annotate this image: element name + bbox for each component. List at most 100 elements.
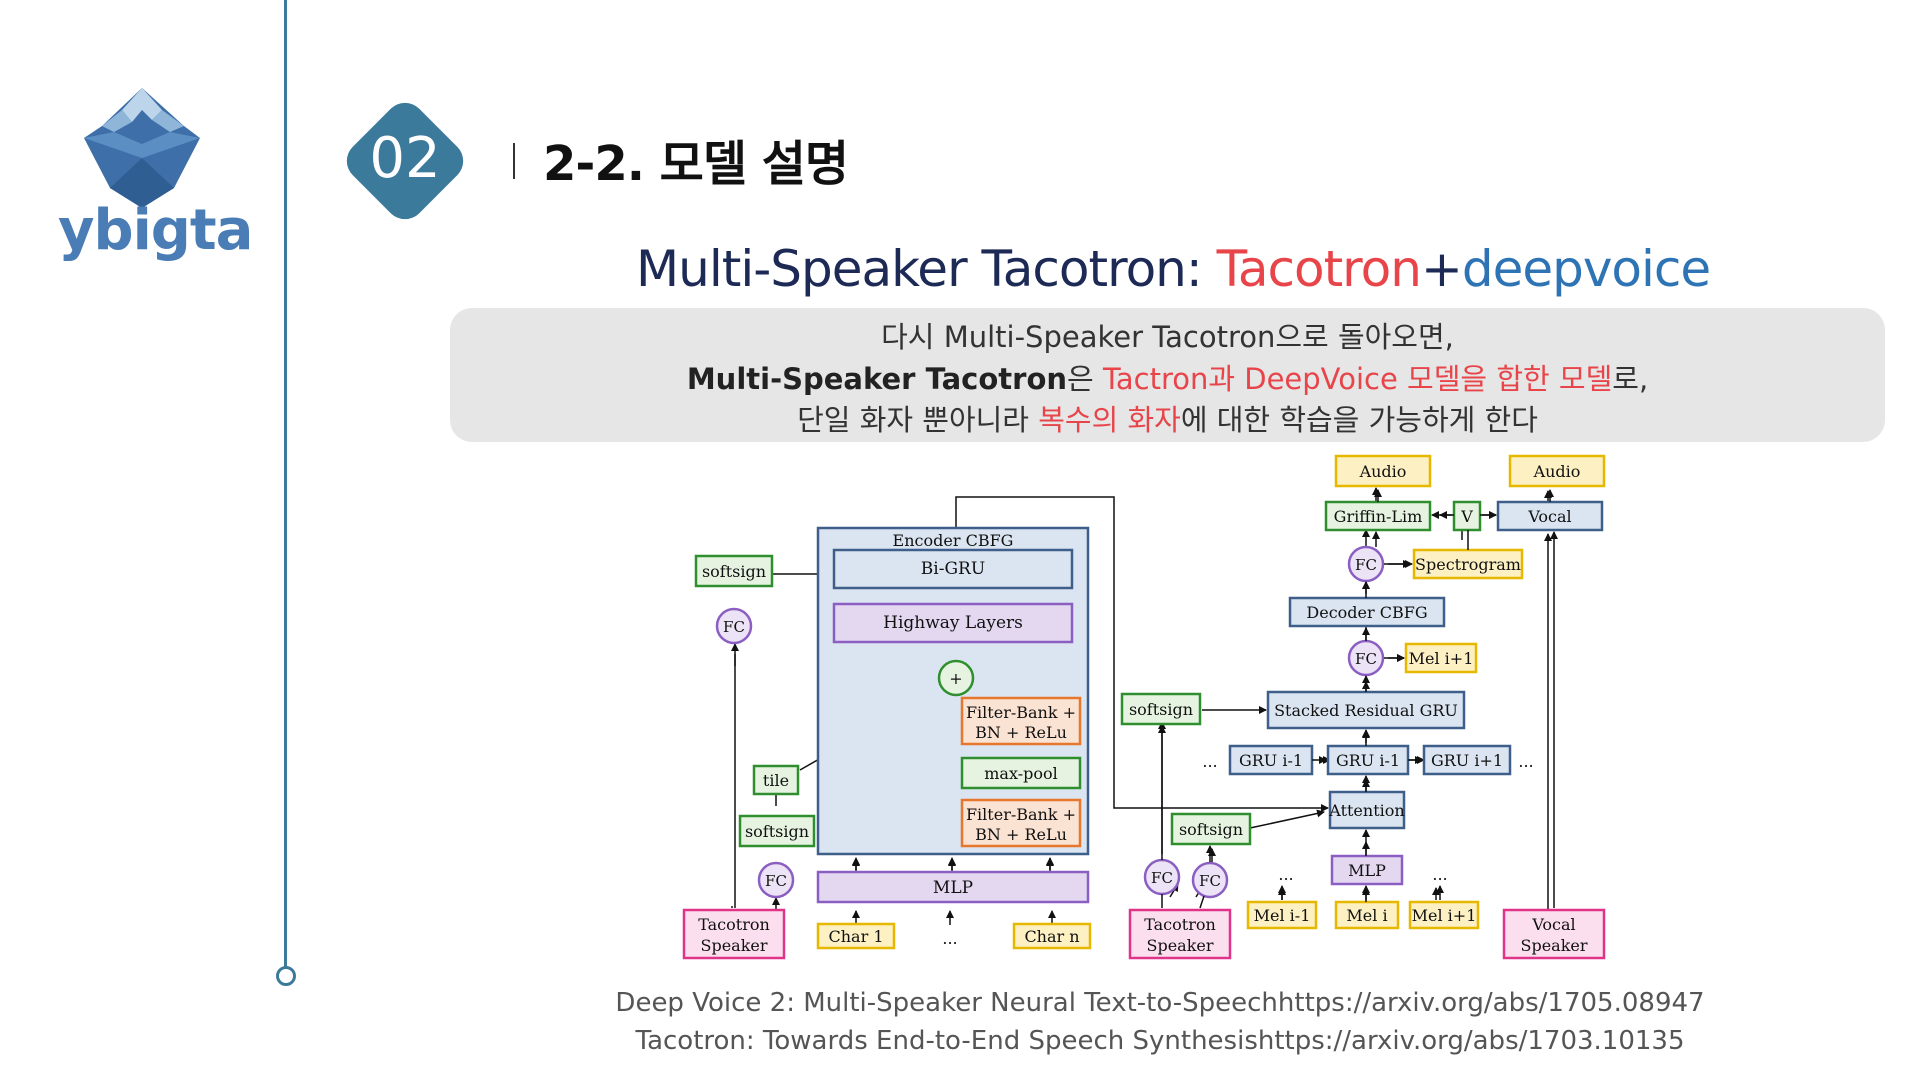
softsign-mid-label: softsign	[1129, 700, 1193, 719]
gru-dots-right: ...	[1518, 752, 1533, 771]
vocal-speaker-line2: Speaker	[1520, 936, 1587, 955]
griffin-lim-label: Griffin-Lim	[1334, 507, 1423, 526]
add-node-label: +	[949, 669, 962, 688]
reference-deepvoice2: Deep Voice 2: Multi-Speaker Neural Text-…	[615, 988, 1705, 1018]
char-dots: ...	[942, 929, 957, 948]
char-n-box	[1012, 922, 1092, 950]
fc-mid-label-1: FC	[1151, 869, 1173, 887]
callout-box	[450, 308, 1885, 442]
section-title: 2-2. 모델 설명	[543, 136, 849, 192]
callout-text: 단일 화자 뿐아니라	[797, 403, 1039, 437]
switch-v-label: V	[1460, 507, 1473, 526]
softsign-low-label: softsign	[745, 822, 809, 841]
softsign-att-box	[1170, 812, 1252, 846]
tacotron-speaker-mid-box	[1128, 908, 1232, 960]
tacotron-speaker-left-box	[682, 908, 786, 960]
softsign-top-box	[694, 554, 774, 588]
mel-box-b	[1334, 900, 1400, 930]
char-n-label: Char n	[1024, 927, 1079, 946]
timeline-dot	[276, 966, 296, 986]
maxpool-label: max-pool	[984, 764, 1057, 783]
attention-label: Attention	[1328, 801, 1404, 820]
callout-text: 로,	[1612, 362, 1649, 396]
stacked-gru-box	[1266, 690, 1466, 730]
main-title-deepvoice: deepvoice	[1461, 240, 1711, 298]
tacotron-speaker-mid-line1: Tacotron	[1144, 915, 1216, 934]
section-number: 02	[369, 126, 441, 191]
bigru-box	[832, 548, 1074, 590]
main-title-prefix: Multi-Speaker Tacotron:	[636, 240, 1217, 298]
filterbank-box-1	[960, 696, 1082, 746]
callout-highlight-combined: Tactron과 DeepVoice 모델을 합한 모델	[1102, 362, 1613, 396]
stacked-gru-label: Stacked Residual GRU	[1274, 701, 1458, 720]
encoder-title: Encoder CBFG	[893, 531, 1014, 550]
fc-mel-label: FC	[1355, 650, 1377, 668]
gru-dots-left: ...	[1202, 752, 1217, 771]
mlp-encoder-label: MLP	[933, 878, 973, 898]
main-title: Multi-Speaker Tacotron: Tacotron+deepvoi…	[636, 240, 1711, 298]
filterbank-1-line2: BN + ReLu	[975, 723, 1067, 742]
fc-mid-label-2: FC	[1199, 872, 1221, 890]
mel-dots-left: ...	[1278, 865, 1293, 884]
callout-bold-model: Multi-Speaker Tacotron	[686, 362, 1068, 396]
mel-dots-right: ...	[1432, 865, 1447, 884]
filterbank-2-line1: Filter-Bank +	[966, 805, 1076, 824]
audio-box-1	[1334, 454, 1432, 488]
tile-box	[752, 764, 800, 796]
gru-box-3	[1422, 744, 1512, 776]
filterbank-2-line2: BN + ReLu	[975, 825, 1067, 844]
vocal-speaker-box	[1502, 908, 1606, 960]
decoder-cbfg-label: Decoder CBFG	[1306, 603, 1427, 622]
decoder-cbfg-box	[1288, 596, 1446, 628]
softsign-low-box	[738, 814, 816, 848]
tacotron-speaker-mid-line2: Speaker	[1146, 936, 1213, 955]
fc-top-label: FC	[723, 618, 745, 636]
callout-line-3: 단일 화자 뿐아니라 복수의 화자에 대한 학습을 가능하게 한다	[450, 397, 1885, 439]
tile-label: tile	[763, 771, 789, 790]
filterbank-box-2	[960, 798, 1082, 848]
main-title-tacotron: Tacotron	[1216, 240, 1422, 298]
main-title-plus: +	[1420, 240, 1463, 298]
char-1-label: Char 1	[829, 927, 884, 946]
title-separator	[513, 143, 515, 179]
fc-spec-label: FC	[1355, 556, 1377, 574]
filterbank-1-line1: Filter-Bank +	[966, 703, 1076, 722]
timeline-line	[284, 0, 287, 970]
highway-box	[832, 602, 1074, 644]
callout-text: 은	[1067, 362, 1103, 396]
switch-v-box	[1452, 500, 1482, 532]
mlp-encoder-box	[816, 870, 1090, 904]
mel-label-b: Mel i	[1346, 906, 1387, 925]
gru-box-1	[1228, 744, 1314, 776]
section-badge	[346, 102, 464, 220]
logo-text: ybigta	[58, 198, 253, 263]
mlp-decoder-label: MLP	[1348, 861, 1386, 880]
mel-box-a	[1246, 900, 1318, 930]
fc-mid-node-2	[1191, 861, 1229, 899]
audio-label-1: Audio	[1359, 462, 1407, 481]
tacotron-speaker-left-line2: Speaker	[700, 936, 767, 955]
ybigta-logo	[84, 88, 200, 208]
mel-box-c	[1408, 900, 1480, 930]
audio-label-2: Audio	[1533, 462, 1581, 481]
fc-top-node	[715, 607, 753, 645]
audio-box-2	[1508, 454, 1606, 488]
tacotron-speaker-left-line1: Tacotron	[698, 915, 770, 934]
highway-label: Highway Layers	[883, 613, 1023, 633]
gru-label-3: GRU i+1	[1431, 751, 1503, 770]
callout-line-2: Multi-Speaker Tacotron은 Tactron과 DeepVoi…	[450, 356, 1885, 398]
griffin-lim-box	[1324, 500, 1432, 532]
softsign-mid-box	[1120, 692, 1202, 726]
callout-text: 에 대한 학습을 가능하게 한다	[1180, 403, 1538, 437]
mel-label-a: Mel i-1	[1254, 906, 1311, 925]
gru-label-2: GRU i-1	[1336, 751, 1400, 770]
mel-next-box	[1404, 642, 1478, 674]
mel-next-label: Mel i+1	[1409, 649, 1474, 668]
maxpool-box	[960, 756, 1082, 790]
softsign-att-label: softsign	[1179, 820, 1243, 839]
spectrogram-label: Spectrogram	[1415, 555, 1521, 574]
vocal-label: Vocal	[1527, 507, 1571, 526]
add-node	[937, 659, 975, 697]
gru-label-1: GRU i-1	[1239, 751, 1303, 770]
reference-tacotron: Tacotron: Towards End-to-End Speech Synt…	[635, 1026, 1685, 1056]
